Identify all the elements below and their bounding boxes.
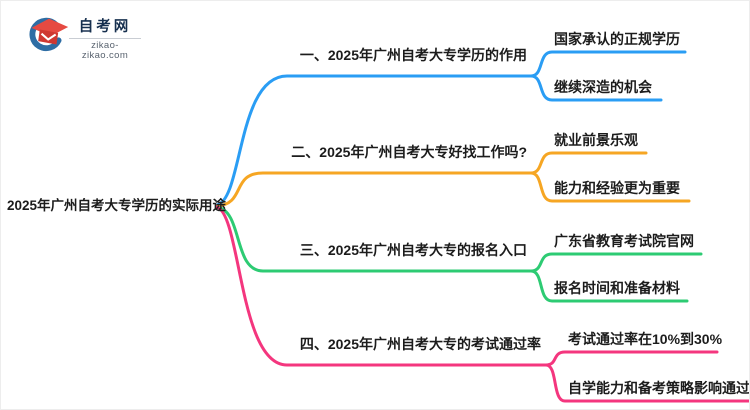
branch-3-lines — [215, 205, 703, 303]
logo-title: 自考网 — [78, 19, 132, 35]
logo-divider — [69, 38, 141, 39]
branch-1-child-2[interactable]: 继续深造的机会 — [554, 79, 652, 95]
branch-2-title[interactable]: 二、2025年广州自考大专好找工作吗? — [291, 144, 527, 160]
branch-1-child-1[interactable]: 国家承认的正规学历 — [554, 31, 680, 47]
branch-3-title[interactable]: 三、2025年广州自考大专的报名入口 — [299, 242, 527, 258]
graduation-cap-icon — [29, 17, 69, 52]
branch-4-title[interactable]: 四、2025年广州自考大专的考试通过率 — [299, 336, 541, 352]
logo: 自考网 zikao-zikao.com — [29, 15, 159, 61]
branch-2-child-2[interactable]: 能力和经验更为重要 — [554, 180, 680, 196]
branch-2-child-1[interactable]: 就业前景乐观 — [554, 132, 638, 148]
branch-4-child-2[interactable]: 自学能力和备考策略影响通过率 — [568, 380, 750, 396]
branch-4-lines — [215, 205, 749, 403]
branch-4-child-1[interactable]: 考试通过率在10%到30% — [568, 331, 723, 347]
branch-1-lines — [215, 50, 687, 207]
branch-3-child-2[interactable]: 报名时间和准备材料 — [554, 280, 680, 296]
branch-3-child-1[interactable]: 广东省教育考试院官网 — [554, 233, 694, 249]
logo-subtitle: zikao-zikao.com — [81, 40, 129, 61]
root-node[interactable]: 2025年广州自考大专学历的实际用途 — [7, 198, 227, 213]
branch-2-lines — [215, 151, 691, 208]
branch-1-title[interactable]: 一、2025年广州自考大专学历的作用 — [299, 47, 527, 63]
